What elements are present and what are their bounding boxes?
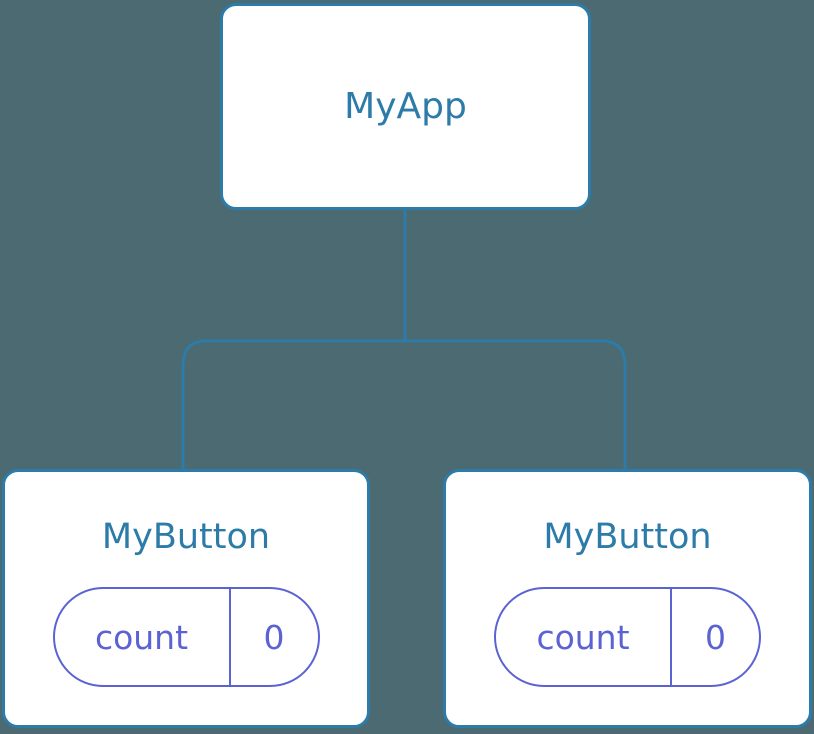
tree-node-child-0[interactable]: MyButton count 0 bbox=[2, 469, 370, 728]
state-pill-child-1[interactable]: count 0 bbox=[494, 587, 761, 687]
node-title-child-0: MyButton bbox=[101, 517, 271, 557]
node-title-child-1: MyButton bbox=[543, 517, 712, 557]
state-key-child-1: count bbox=[536, 617, 630, 657]
connector-edge-child-0 bbox=[181, 339, 405, 471]
tree-node-root[interactable]: MyApp bbox=[220, 3, 591, 210]
node-title-root: MyApp bbox=[344, 85, 467, 127]
state-value-child-0: 0 bbox=[228, 589, 318, 685]
state-key-child-0: count bbox=[94, 617, 189, 657]
state-value-child-1: 0 bbox=[670, 589, 759, 685]
tree-node-child-1[interactable]: MyButton count 0 bbox=[443, 469, 812, 728]
state-pill-child-0[interactable]: count 0 bbox=[52, 587, 320, 687]
connector-edge-child-1 bbox=[405, 339, 627, 471]
